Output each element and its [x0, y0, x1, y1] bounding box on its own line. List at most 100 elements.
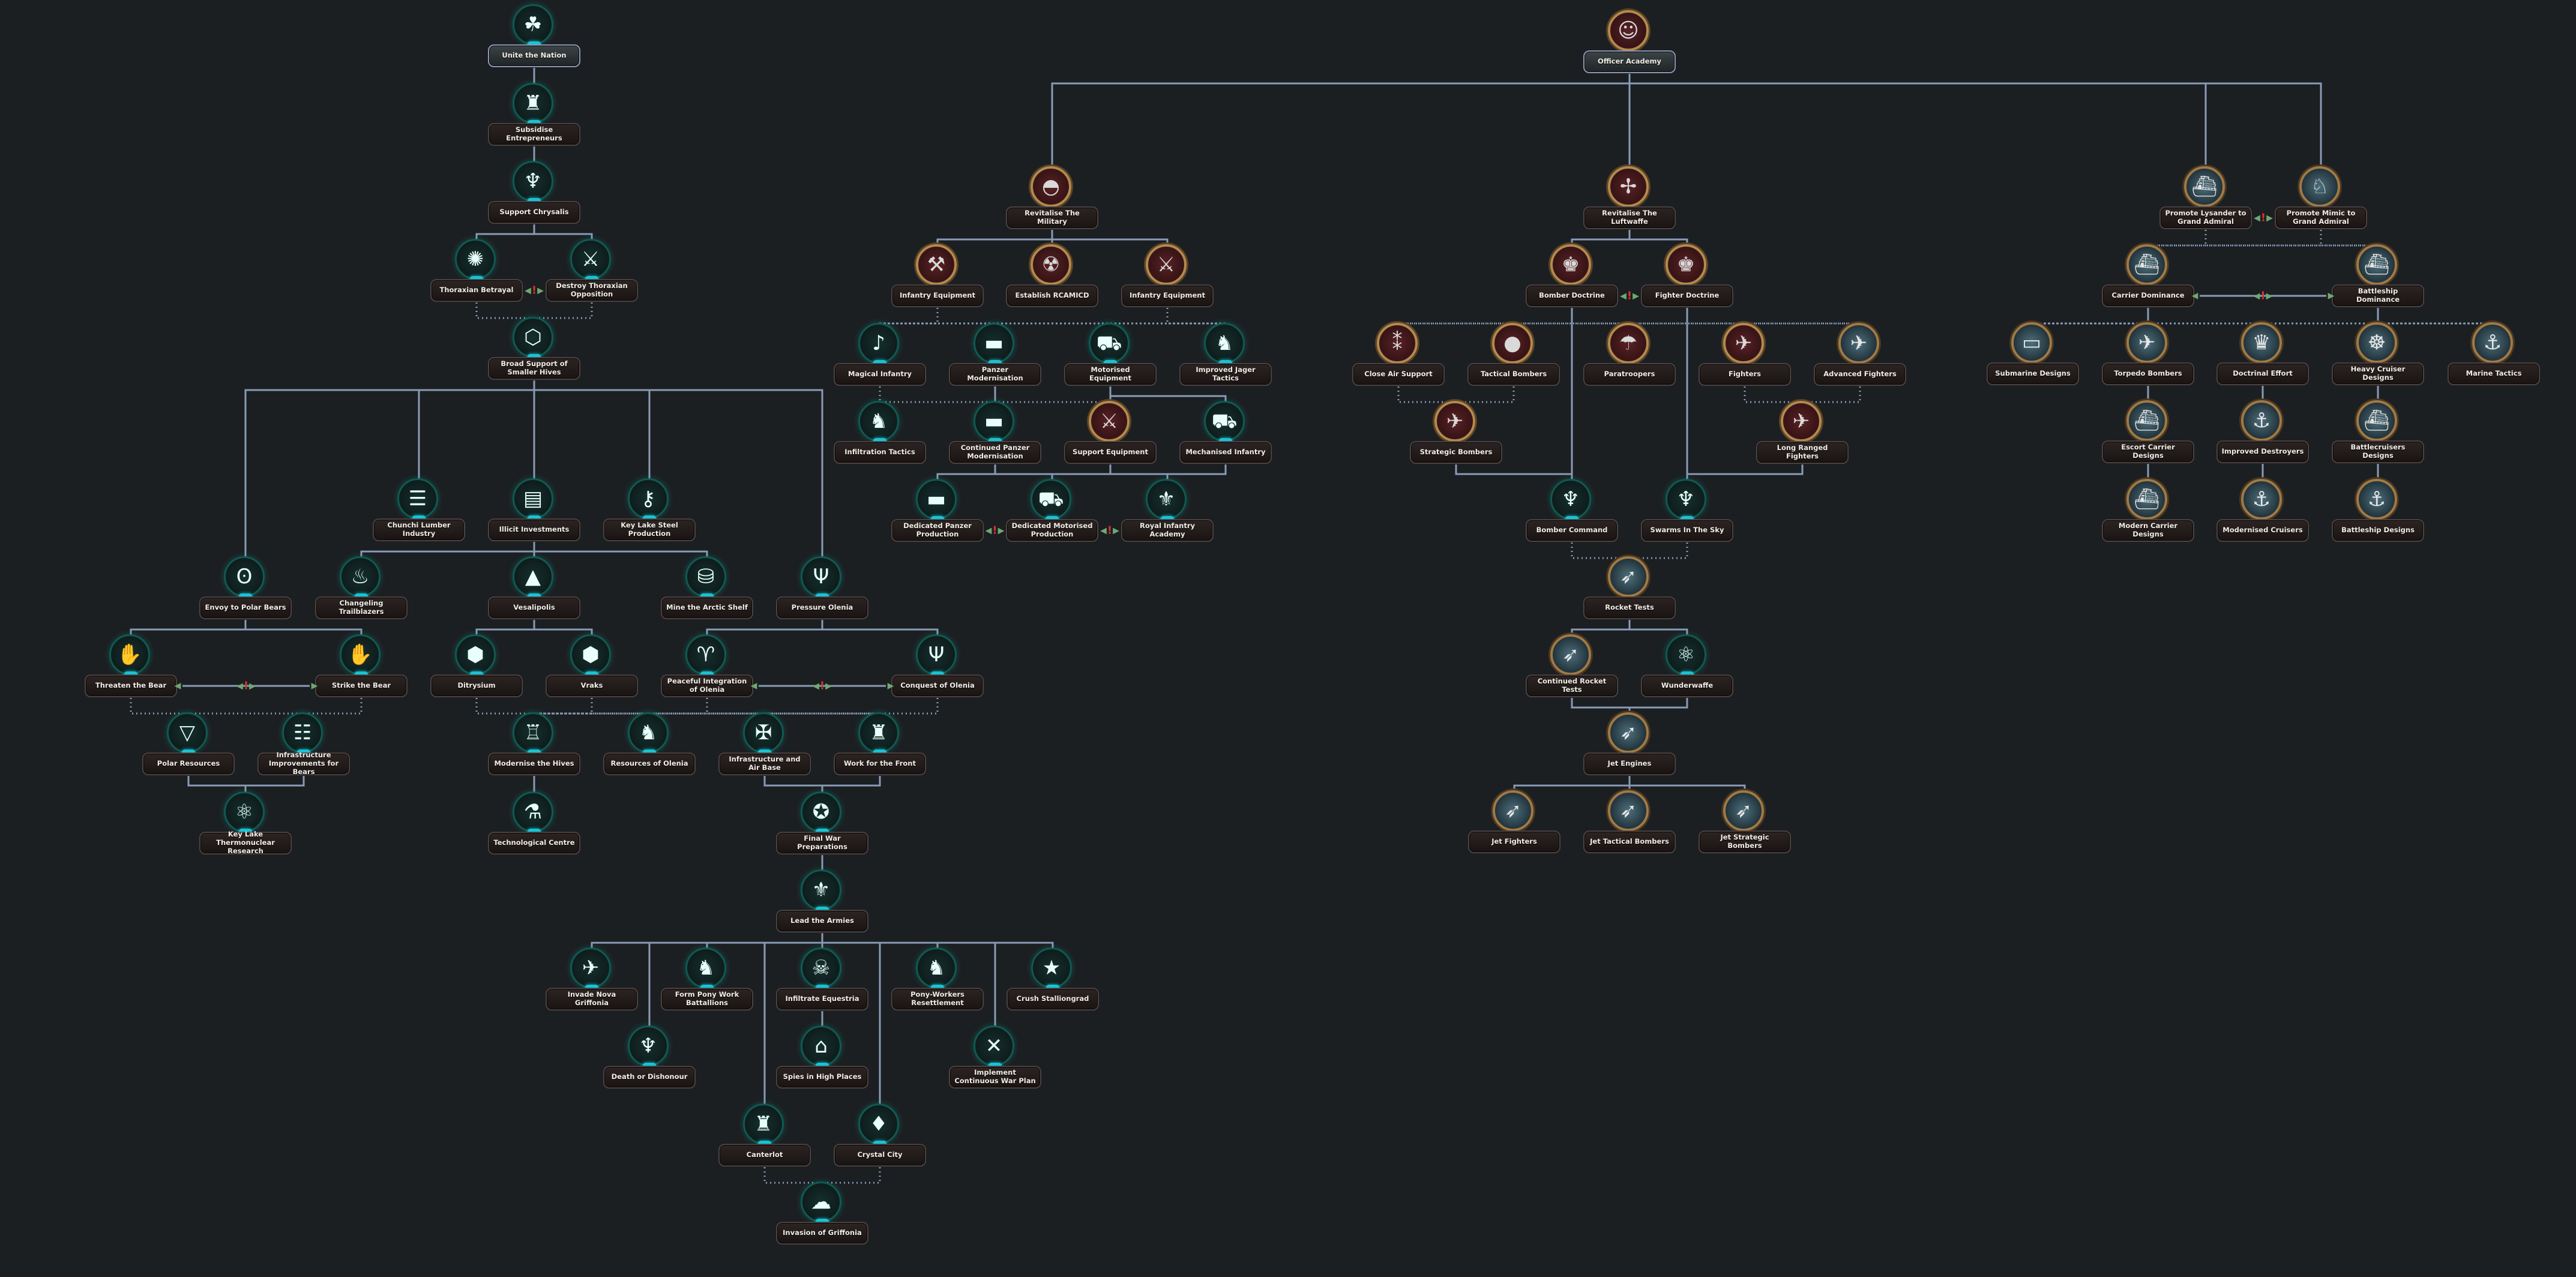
focus-rcamicd[interactable]: ☢Establish RCAMICD: [1004, 243, 1100, 315]
focus-heavycruiser[interactable]: ☸Heavy Cruiser Designs: [2330, 321, 2426, 393]
focus-canterlot[interactable]: ♜Canterlot: [717, 1102, 813, 1174]
focus-peaceful[interactable]: ♈Peaceful Integration of Olenia: [659, 633, 755, 705]
focus-mechanised[interactable]: ⛟Mechanised Infantry: [1178, 400, 1274, 472]
focus-swarms[interactable]: ♆Swarms In The Sky: [1639, 478, 1735, 550]
focus-battlecruisers[interactable]: ⛴Battlecruisers Designs: [2330, 399, 2426, 471]
focus-lysander[interactable]: ⛴Promote Lysander to Grand Admiral: [2158, 165, 2254, 237]
focus-fighters[interactable]: ✈Fighters: [1697, 322, 1793, 394]
focus-mine[interactable]: ⛁Mine the Arctic Shelf: [659, 555, 755, 627]
focus-dedmotor[interactable]: ⛟Dedicated Motorised Production: [1004, 478, 1100, 550]
focus-infiltration[interactable]: ♞Infiltration Tactics: [832, 400, 928, 472]
focus-ditrysium[interactable]: ⬢Ditrysium: [429, 633, 525, 705]
focus-advfighters[interactable]: ✈Advanced Fighters: [1812, 322, 1908, 394]
focus-destroyers[interactable]: ⚓Improved Destroyers: [2215, 399, 2311, 471]
hive-city-icon: ⬢: [455, 634, 496, 677]
focus-jager[interactable]: ♞Improved Jager Tactics: [1178, 322, 1274, 394]
focus-battledom[interactable]: ⛴Battleship Dominance: [2330, 243, 2426, 315]
focus-jett[interactable]: ➶Jet Tactical Bombers: [1581, 789, 1678, 861]
focus-techcentre[interactable]: ⚗Technological Centre: [486, 790, 582, 862]
changeling-wings-icon: ⚜: [801, 870, 841, 912]
focus-escort[interactable]: ⛴Escort Carrier Designs: [2100, 399, 2196, 471]
focus-bombercmd[interactable]: ♆Bomber Command: [1524, 478, 1620, 550]
focus-subsidise[interactable]: ♜Subsidise Entrepreneurs: [486, 82, 582, 154]
focus-finalwar[interactable]: ✪Final War Preparations: [774, 790, 870, 862]
focus-crystal[interactable]: ♦Crystal City: [832, 1102, 928, 1174]
focus-infiltrate[interactable]: ☠Infiltrate Equestria: [774, 946, 870, 1018]
focus-carrierdom[interactable]: ⛴Carrier Dominance: [2100, 243, 2196, 315]
focus-vraks[interactable]: ⬢Vraks: [544, 633, 640, 705]
focus-thermo[interactable]: ⚛Key Lake Thermonuclear Research: [197, 790, 293, 862]
focus-polar[interactable]: ▽Polar Resources: [140, 711, 236, 783]
focus-cas[interactable]: ⁑Close Air Support: [1350, 322, 1446, 394]
focus-lead[interactable]: ⚜Lead the Armies: [774, 868, 870, 940]
focus-chrysalis[interactable]: ♆Support Chrysalis: [486, 160, 582, 232]
focus-controcket[interactable]: ➶Continued Rocket Tests: [1524, 633, 1620, 705]
focus-jets[interactable]: ➶Jet Strategic Bombers: [1697, 789, 1793, 861]
focus-death[interactable]: ♆Death or Dishonour: [601, 1024, 697, 1096]
focus-unite[interactable]: ☘Unite the Nation: [486, 3, 582, 75]
focus-cruisers[interactable]: ⚓Modernised Cruisers: [2215, 478, 2311, 550]
focus-changeling[interactable]: ♨Changeling Trailblazers: [313, 555, 409, 627]
focus-longrange[interactable]: ✈Long Ranged Fighters: [1754, 400, 1850, 472]
focus-implement[interactable]: ✕Implement Continuous War Plan: [947, 1024, 1043, 1096]
focus-invasion[interactable]: ☁Invasion of Griffonia: [774, 1180, 870, 1252]
focus-rocket[interactable]: ➶Rocket Tests: [1581, 555, 1678, 627]
focus-mimic[interactable]: ♘Promote Mimic to Grand Admiral: [2273, 165, 2369, 237]
focus-strategic[interactable]: ✈Strategic Bombers: [1408, 400, 1504, 472]
focus-torpedo[interactable]: ✈Torpedo Bombers: [2100, 321, 2196, 393]
focus-motorised[interactable]: ⛟Motorised Equipment: [1062, 322, 1158, 394]
focus-infraair[interactable]: ✠Infrastructure and Air Base: [717, 711, 813, 783]
focus-fighterdoc[interactable]: ♚Fighter Doctrine: [1639, 243, 1735, 315]
focus-jetengines[interactable]: ➶Jet Engines: [1581, 711, 1678, 783]
focus-thorax[interactable]: ✺Thoraxian Betrayal: [429, 238, 525, 310]
focus-work[interactable]: ♜Work for the Front: [832, 711, 928, 783]
focus-contpanzer[interactable]: ▬Continued Panzer Modernisation: [947, 400, 1043, 472]
focus-spies[interactable]: ⌂Spies in High Places: [774, 1024, 870, 1096]
focus-invade[interactable]: ✈Invade Nova Griffonia: [544, 946, 640, 1018]
focus-illicit[interactable]: ▤Illicit Investments: [486, 477, 582, 549]
focus-modernise[interactable]: ♖Modernise the Hives: [486, 711, 582, 783]
focus-para[interactable]: ☂Paratroopers: [1581, 322, 1678, 394]
spire-icon: ▲: [513, 556, 553, 599]
focus-dedpanzer[interactable]: ▬Dedicated Panzer Production: [889, 478, 986, 550]
focus-revluft[interactable]: ✢Revitalise The Luftwaffe: [1581, 165, 1678, 237]
focus-crush[interactable]: ★Crush Stalliongrad: [1005, 946, 1101, 1018]
focus-submarine[interactable]: ▭Submarine Designs: [1985, 321, 2081, 393]
focus-broad[interactable]: ⬡Broad Support of Smaller Hives: [486, 316, 582, 388]
focus-tactical[interactable]: ●Tactical Bombers: [1466, 322, 1562, 394]
focus-destroy[interactable]: ⚔Destroy Thoraxian Opposition: [544, 238, 640, 310]
focus-bomberdoc[interactable]: ♚Bomber Doctrine: [1524, 243, 1620, 315]
horseshoe-star-icon: ★: [1031, 948, 1072, 990]
focus-label: Key Lake Steel Production: [603, 518, 696, 541]
focus-marine[interactable]: ⚓Marine Tactics: [2446, 321, 2542, 393]
focus-infeq1[interactable]: ⚒Infantry Equipment: [889, 243, 986, 315]
focus-ponyworkers[interactable]: ♞Pony-Workers Resettlement: [889, 946, 986, 1018]
focus-doctrinal[interactable]: ♛Doctrinal Effort: [2215, 321, 2311, 393]
focus-officer[interactable]: ☺Officer Academy: [1581, 9, 1678, 81]
focus-infeq2[interactable]: ⚔Infantry Equipment: [1119, 243, 1215, 315]
focus-supporteq[interactable]: ⚔Support Equipment: [1062, 400, 1158, 472]
focus-magical[interactable]: ♪Magical Infantry: [832, 322, 928, 394]
focus-resources[interactable]: ♞Resources of Olenia: [601, 711, 697, 783]
focus-vesalipolis[interactable]: ▲Vesalipolis: [486, 555, 582, 627]
focus-strike[interactable]: ✋Strike the Bear: [313, 633, 409, 705]
focus-jetf[interactable]: ➶Jet Fighters: [1466, 789, 1562, 861]
focus-formpony[interactable]: ♞Form Pony Work Battallions: [659, 946, 755, 1018]
focus-panzermod[interactable]: ▬Panzer Modernisation: [947, 322, 1043, 394]
focus-bsdesigns[interactable]: ⚓Battleship Designs: [2330, 478, 2426, 550]
fire-forest-icon: ♨: [340, 556, 381, 599]
focus-infrabears[interactable]: ☷Infrastructure Improvements for Bears: [256, 711, 352, 783]
flask-icon: ⚗: [513, 792, 553, 834]
focus-wunder[interactable]: ⚛Wunderwaffe: [1639, 633, 1735, 705]
focus-threaten[interactable]: ✋Threaten the Bear: [83, 633, 179, 705]
focus-royal[interactable]: ⚜Royal Infantry Academy: [1119, 478, 1215, 550]
focus-keylake[interactable]: ⚷Key Lake Steel Production: [601, 477, 697, 549]
prerequisite-line: [821, 776, 881, 795]
shield-rifles-icon: ⚔: [1089, 401, 1130, 442]
focus-moderncarrier[interactable]: ⛴Modern Carrier Designs: [2100, 478, 2196, 550]
focus-chunchi[interactable]: ☰Chunchi Lumber Industry: [371, 477, 467, 549]
focus-revmil[interactable]: ◓Revitalise The Military: [1004, 165, 1100, 237]
